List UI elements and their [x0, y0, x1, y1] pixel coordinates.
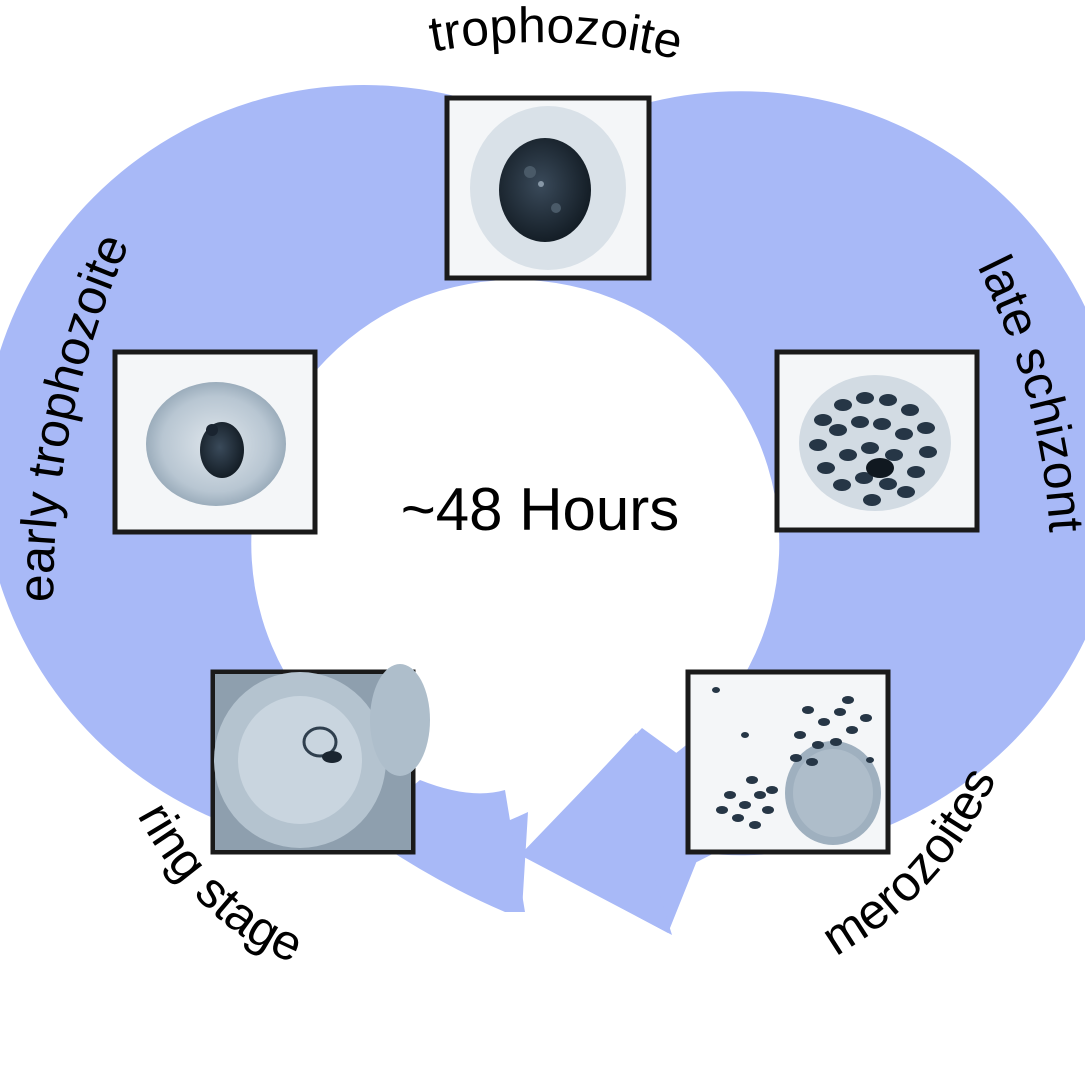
early-trophozoite-panel — [112, 349, 318, 535]
trophozoite-panel — [444, 95, 652, 281]
ring-stage-panel — [210, 664, 430, 855]
late-schizont-panel — [774, 349, 980, 533]
center-label: ~48 Hours — [401, 476, 680, 543]
merozoites-panel — [685, 669, 891, 855]
trophozoite-label: trophozoite — [425, 0, 688, 70]
